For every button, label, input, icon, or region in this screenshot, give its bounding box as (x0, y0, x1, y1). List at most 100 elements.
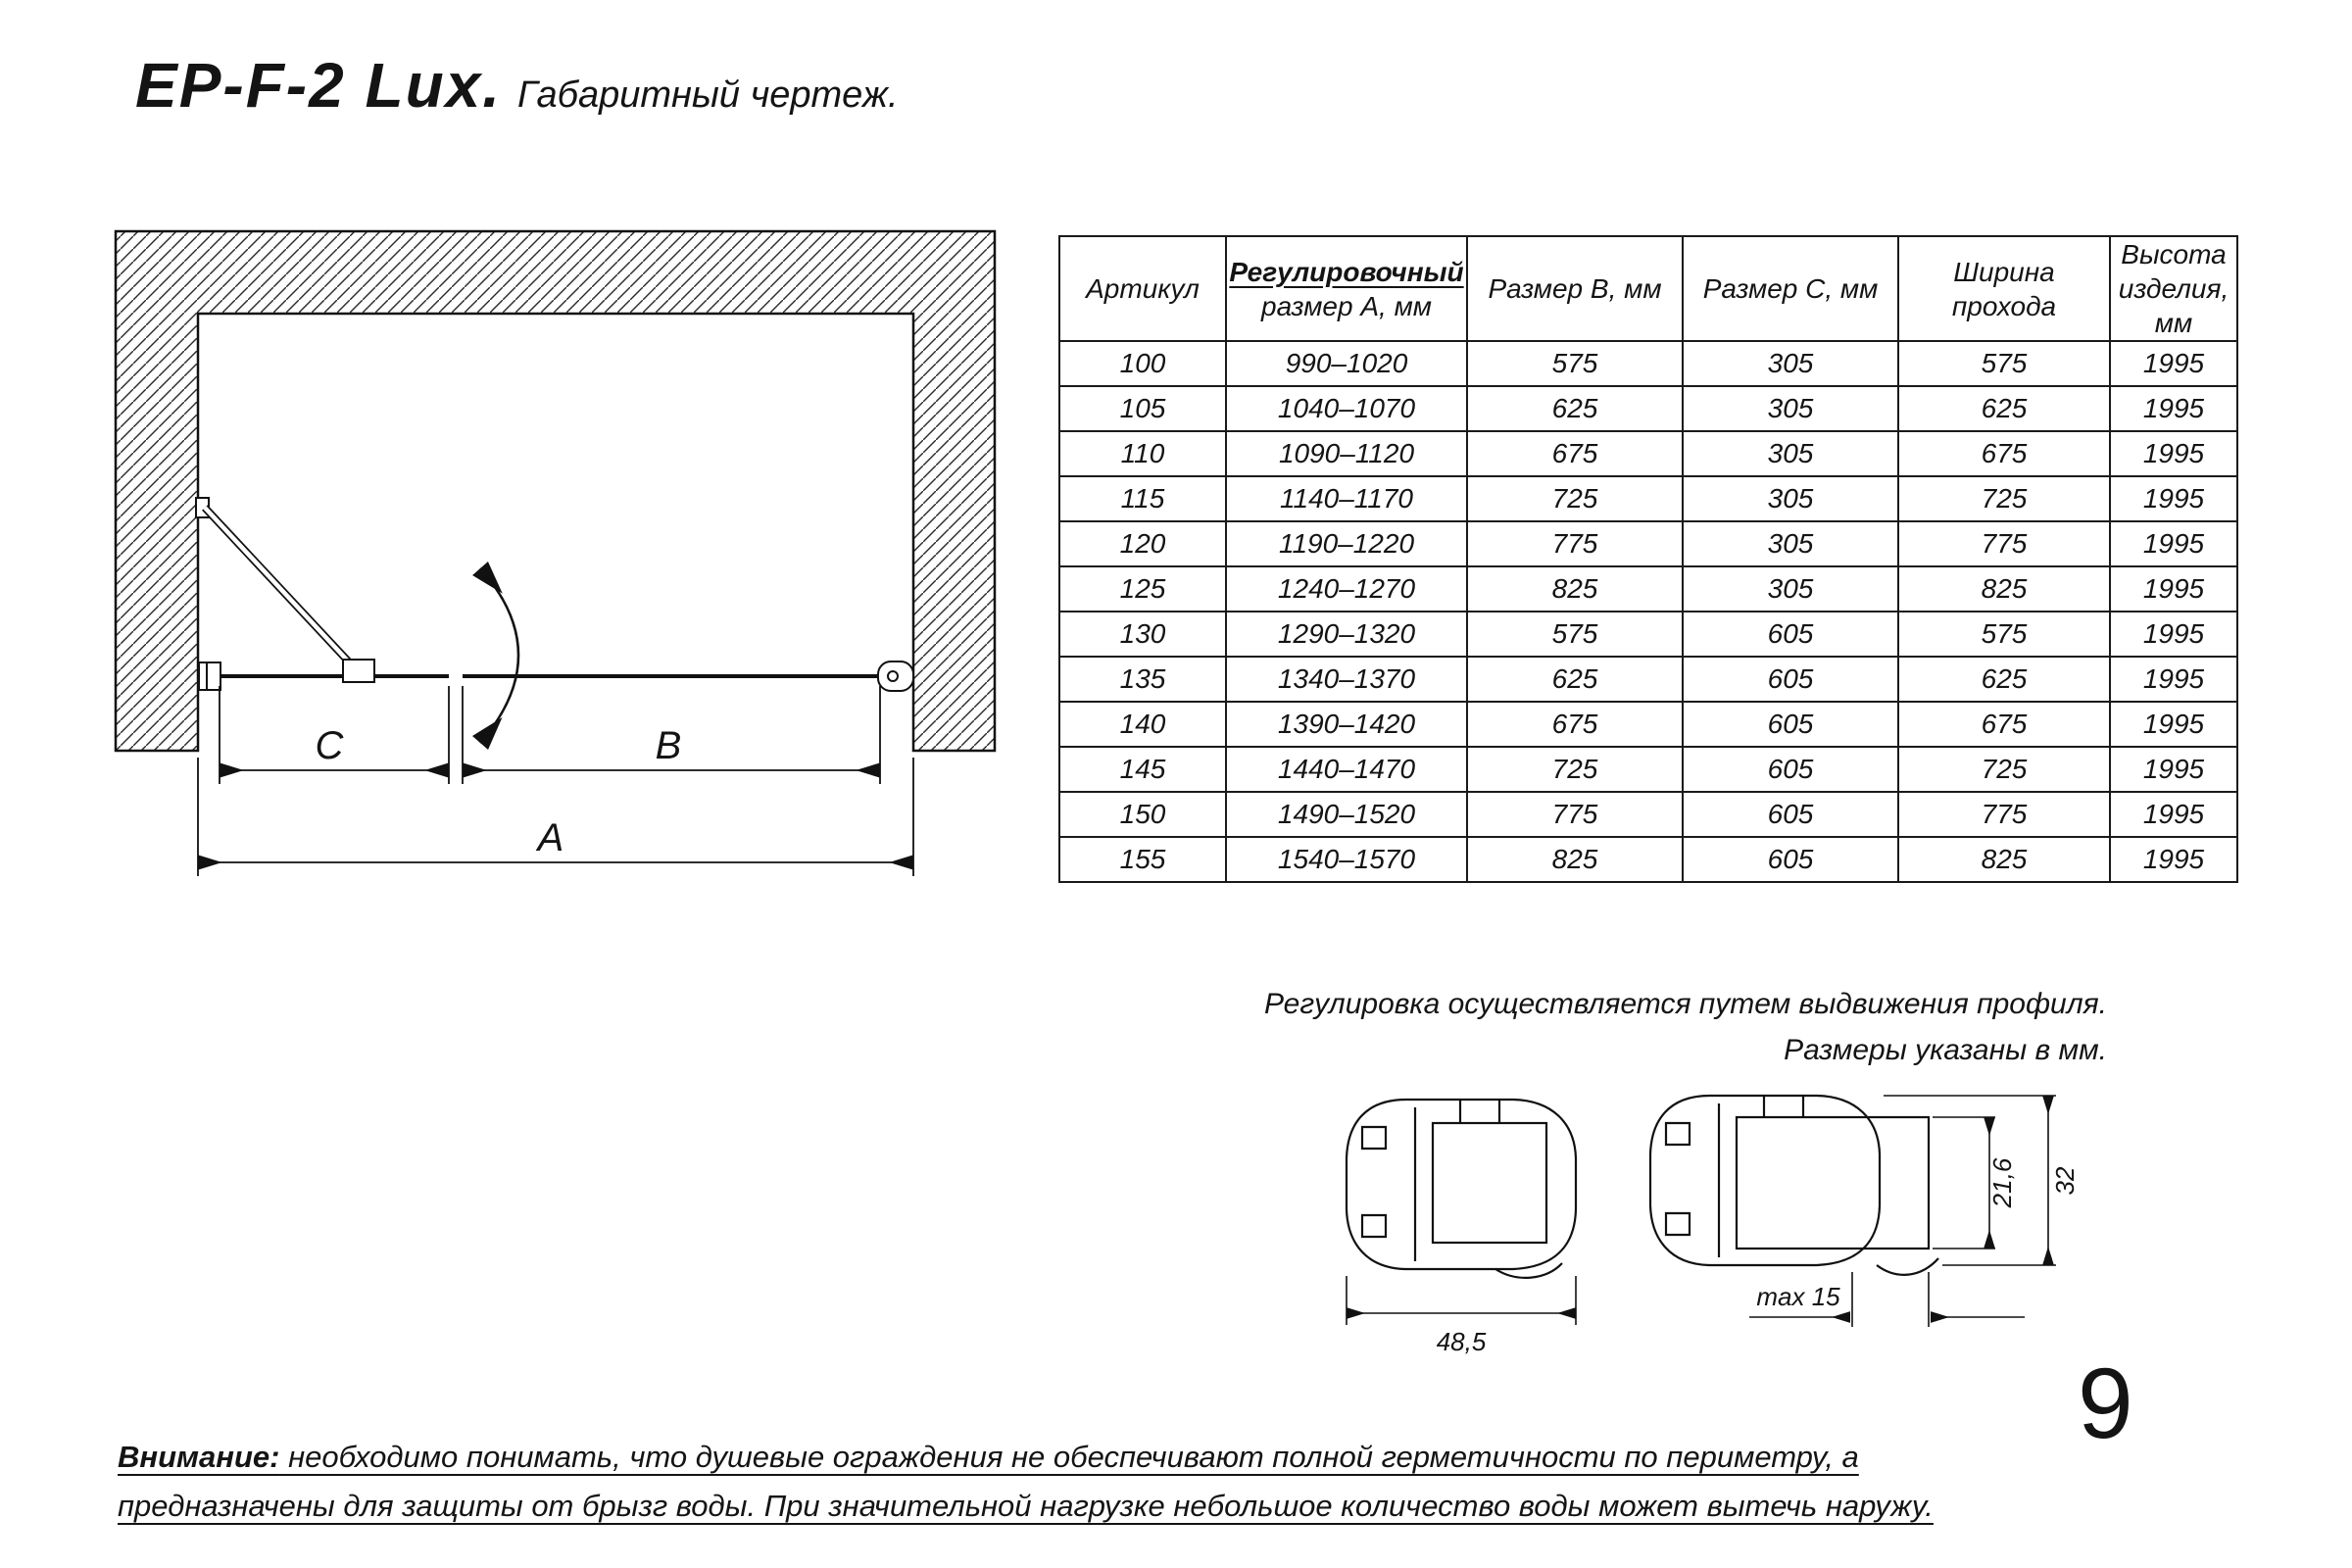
cell-size-c: 305 (1682, 520, 1899, 567)
wall-hatched-section (114, 229, 997, 753)
support-brace (195, 497, 375, 683)
cell-size-a: 1540–1570 (1225, 836, 1468, 883)
page-number: 9 (2078, 1348, 2133, 1459)
profile-width-dimension (1346, 1276, 1577, 1325)
cell-pass-width: 625 (1897, 656, 2111, 703)
cell-size-b: 825 (1466, 836, 1684, 883)
dimension-drawing: C B A (114, 229, 997, 876)
cell-size-c: 305 (1682, 475, 1899, 522)
left-wall-profile (198, 662, 221, 691)
size-table-row: 155 1540–1570 825 605 825 1995 (1058, 836, 2238, 883)
adjustment-notes: Регулировка осуществляется путем выдвиже… (1127, 982, 2107, 1073)
cell-pass-width: 625 (1897, 385, 2111, 432)
dim-label-a: A (536, 816, 564, 859)
col-header-article: Артикул (1058, 235, 1227, 342)
wall-profile-section (1345, 1098, 1578, 1279)
dimension-lines (197, 686, 914, 876)
cell-height: 1995 (2109, 611, 2238, 658)
cell-size-c: 305 (1682, 565, 1899, 612)
cell-height: 1995 (2109, 430, 2238, 477)
cell-size-a: 1090–1120 (1225, 430, 1468, 477)
cell-size-c: 305 (1682, 430, 1899, 477)
page-header: EP-F-2 Lux. Габаритный чертеж. (135, 49, 899, 122)
cell-size-b: 675 (1466, 430, 1684, 477)
cell-pass-width: 575 (1897, 340, 2111, 387)
col-header-size-a: Регулировочный размер A, мм (1225, 235, 1468, 342)
cell-height: 1995 (2109, 791, 2238, 838)
cell-size-c: 605 (1682, 836, 1899, 883)
cell-article: 140 (1058, 701, 1227, 748)
cell-size-b: 825 (1466, 565, 1684, 612)
col-header-size-b: Размер B, мм (1466, 235, 1684, 342)
cell-pass-width: 575 (1897, 611, 2111, 658)
cell-height: 1995 (2109, 836, 2238, 883)
profile-height-dimensions (1884, 1095, 2056, 1266)
extended-profile-section (1648, 1094, 1939, 1276)
size-table: Артикул Регулировочный размер A, мм Разм… (1058, 235, 2238, 883)
cell-size-b: 725 (1466, 475, 1684, 522)
cell-size-b: 775 (1466, 791, 1684, 838)
cell-pass-width: 675 (1897, 701, 2111, 748)
warning-label: Внимание: (118, 1440, 280, 1474)
cell-pass-width: 825 (1897, 565, 2111, 612)
cell-size-b: 675 (1466, 701, 1684, 748)
cell-size-a: 1290–1320 (1225, 611, 1468, 658)
cell-pass-width: 675 (1897, 430, 2111, 477)
cell-size-a: 1440–1470 (1225, 746, 1468, 793)
size-table-body: 100 990–1020 575 305 575 1995 105 1040–1… (1058, 340, 2238, 883)
cell-height: 1995 (2109, 385, 2238, 432)
size-table-row: 140 1390–1420 675 605 675 1995 (1058, 701, 2238, 748)
note-line-2: Размеры указаны в мм. (1784, 1033, 2107, 1066)
cell-size-b: 625 (1466, 656, 1684, 703)
cell-size-a: 1190–1220 (1225, 520, 1468, 567)
profile-sections-drawing: 48,5 max 15 21,6 32 (1345, 1094, 2080, 1356)
cell-article: 130 (1058, 611, 1227, 658)
cell-size-a: 1040–1070 (1225, 385, 1468, 432)
note-line-1: Регулировка осуществляется путем выдвиже… (1263, 988, 2107, 1020)
size-table-row: 135 1340–1370 625 605 625 1995 (1058, 656, 2238, 703)
drawing-type-title: Габаритный чертеж. (517, 74, 899, 116)
cell-pass-width: 775 (1897, 520, 2111, 567)
dim-label-c: C (316, 724, 345, 767)
cell-size-a: 1390–1420 (1225, 701, 1468, 748)
cell-size-b: 575 (1466, 611, 1684, 658)
cell-size-c: 605 (1682, 746, 1899, 793)
cell-article: 125 (1058, 565, 1227, 612)
cell-size-c: 605 (1682, 611, 1899, 658)
cell-size-b: 725 (1466, 746, 1684, 793)
cell-size-a: 1140–1170 (1225, 475, 1468, 522)
size-table-row: 125 1240–1270 825 305 825 1995 (1058, 565, 2238, 612)
cell-size-a: 1490–1520 (1225, 791, 1468, 838)
cell-height: 1995 (2109, 520, 2238, 567)
profile-width-label: 48,5 (1437, 1327, 1487, 1356)
right-wall-profile (877, 661, 914, 692)
cell-height: 1995 (2109, 565, 2238, 612)
size-table-row: 100 990–1020 575 305 575 1995 (1058, 340, 2238, 387)
cell-article: 110 (1058, 430, 1227, 477)
cell-size-c: 305 (1682, 340, 1899, 387)
warning-body: необходимо понимать, что душевые огражде… (118, 1440, 1934, 1524)
cell-pass-width: 725 (1897, 746, 2111, 793)
cell-article: 105 (1058, 385, 1227, 432)
product-model-title: EP-F-2 Lux. (135, 50, 503, 121)
size-table-row: 150 1490–1520 775 605 775 1995 (1058, 791, 2238, 838)
cell-size-a: 1240–1270 (1225, 565, 1468, 612)
table-header-row: Артикул Регулировочный размер A, мм Разм… (1058, 235, 2238, 342)
cell-size-a: 990–1020 (1225, 340, 1468, 387)
cell-size-b: 625 (1466, 385, 1684, 432)
cell-height: 1995 (2109, 701, 2238, 748)
size-table-row: 120 1190–1220 775 305 775 1995 (1058, 520, 2238, 567)
cell-size-a: 1340–1370 (1225, 656, 1468, 703)
cell-article: 135 (1058, 656, 1227, 703)
cell-height: 1995 (2109, 475, 2238, 522)
profile-max-adjust-label: max 15 (1756, 1282, 1840, 1311)
cell-size-b: 775 (1466, 520, 1684, 567)
cell-article: 155 (1058, 836, 1227, 883)
cell-article: 150 (1058, 791, 1227, 838)
cell-size-b: 575 (1466, 340, 1684, 387)
warning-paragraph: Внимание: необходимо понимать, что душев… (118, 1433, 2029, 1531)
door-swing-arc (471, 561, 520, 750)
size-table-row: 130 1290–1320 575 605 575 1995 (1058, 611, 2238, 658)
profile-max-adjust-dimension (1749, 1272, 2025, 1327)
